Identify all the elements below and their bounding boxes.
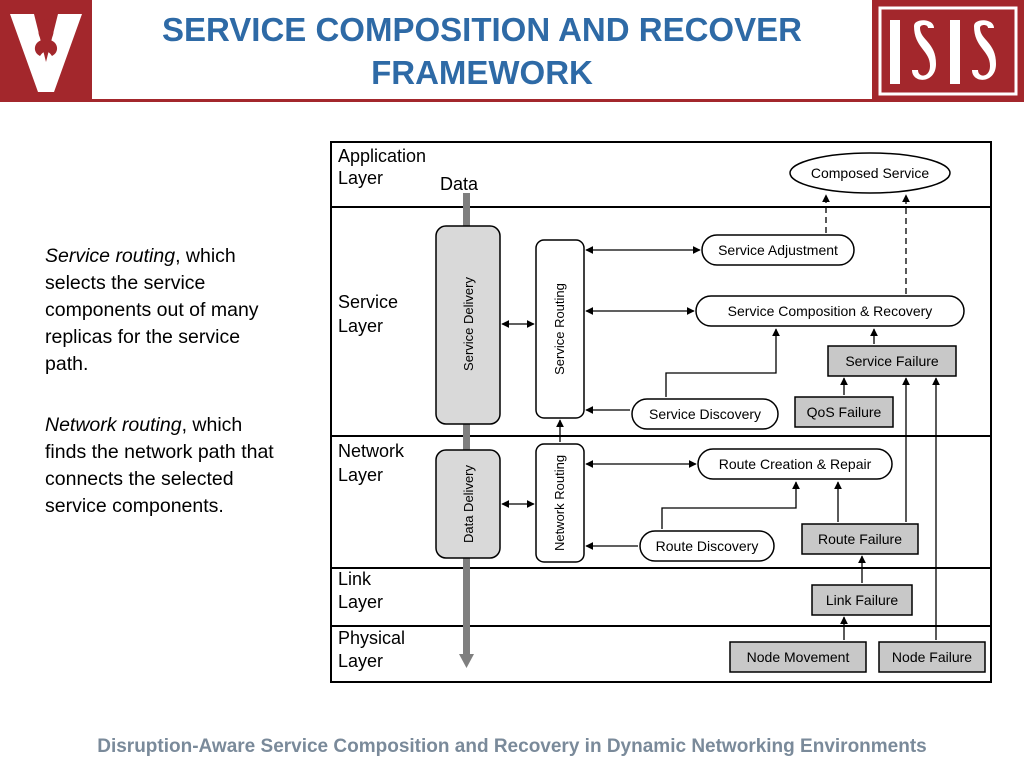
route-failure-box (801, 523, 919, 555)
network-routing-label: Network Routing (552, 455, 567, 551)
discovery-to-composition-arrow (665, 328, 780, 397)
route-failure-label: Route Failure (818, 531, 902, 547)
application-layer-label-1: Application (338, 146, 426, 166)
data-label: Data (440, 174, 479, 194)
service-routing-box (535, 239, 585, 419)
isis-logo (872, 0, 1024, 102)
node-movement-label: Node Movement (747, 649, 850, 665)
data-flow-pipe (463, 193, 470, 658)
service-discovery-label: Service Discovery (649, 406, 761, 422)
footer: Disruption-Aware Service Composition and… (97, 736, 927, 757)
note-term: Network routing (45, 414, 182, 436)
note-text: , which finds the network path that conn… (45, 414, 274, 517)
isis-logo-icon (878, 6, 1018, 96)
framework-diagram: Application Layer Service Layer Network … (330, 141, 992, 683)
note-service-routing: Service routing, which selects the servi… (45, 243, 285, 378)
service-delivery-label: Service Delivery (461, 277, 476, 371)
composed-service-label: Composed Service (811, 165, 929, 181)
network-routing-box (535, 443, 585, 563)
data-flow-arrowhead (459, 654, 474, 668)
data-delivery-box (435, 449, 501, 559)
link-failure-box (811, 584, 913, 616)
composed-service-node (789, 152, 951, 194)
link-layer-label-1: Link (338, 569, 372, 589)
note-text: , which selects the service components o… (45, 245, 259, 375)
application-layer-label-2: Layer (338, 168, 383, 188)
route-discovery-to-creation-arrow (661, 481, 800, 529)
page-title: SERVICE COMPOSITION AND RECOVER FRAMEWOR… (162, 11, 802, 91)
route-discovery-node (639, 530, 775, 562)
node-movement-box (729, 641, 867, 673)
link-layer-label-2: Layer (338, 592, 383, 612)
service-discovery-node (631, 398, 779, 430)
title-rule (92, 99, 872, 102)
service-routing-label: Service Routing (552, 283, 567, 375)
service-composition-node (695, 295, 965, 327)
node-failure-label: Node Failure (892, 649, 972, 665)
node-failure-box (878, 641, 986, 673)
route-discovery-label: Route Discovery (656, 538, 759, 554)
service-layer-label-1: Service (338, 292, 398, 312)
vanderbilt-logo (0, 0, 92, 102)
data-delivery-label: Data Delivery (461, 464, 476, 543)
vanderbilt-v-oak-leaf-icon (10, 14, 82, 92)
service-layer-label-2: Layer (338, 316, 383, 336)
qos-failure-label: QoS Failure (807, 404, 882, 420)
network-layer-label-1: Network (338, 441, 405, 461)
note-term: Service routing (45, 245, 176, 267)
note-network-routing: Network routing, which finds the network… (45, 412, 285, 520)
notes: Service routing, which selects the servi… (45, 243, 285, 554)
route-creation-node (697, 448, 893, 480)
link-failure-label: Link Failure (826, 592, 899, 608)
service-failure-label: Service Failure (845, 353, 939, 369)
service-failure-box (827, 345, 957, 377)
physical-layer-label-2: Layer (338, 651, 383, 671)
service-composition-label: Service Composition & Recovery (728, 303, 933, 319)
network-layer-label-2: Layer (338, 465, 383, 485)
route-creation-label: Route Creation & Repair (719, 456, 872, 472)
qos-failure-box (794, 396, 894, 428)
service-delivery-box (435, 225, 501, 425)
service-adjustment-label: Service Adjustment (718, 242, 838, 258)
service-adjustment-node (701, 234, 855, 266)
physical-layer-label-1: Physical (338, 628, 405, 648)
